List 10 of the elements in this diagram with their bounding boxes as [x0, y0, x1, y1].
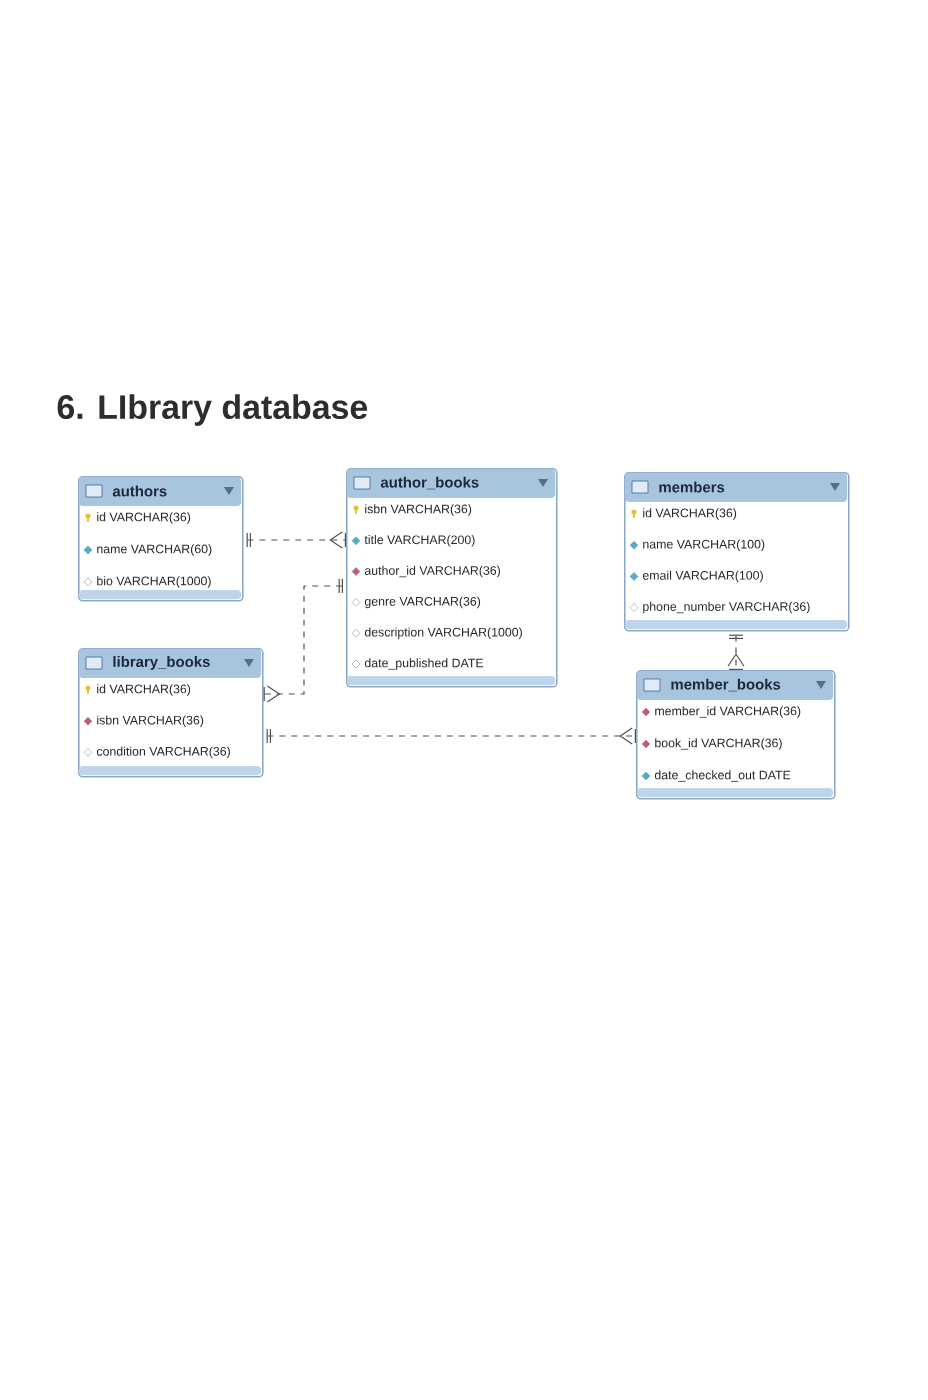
relationship-line	[246, 531, 346, 549]
table-box	[636, 670, 836, 800]
title: 6. LIbrary database	[57, 394, 368, 426]
table-box	[78, 476, 244, 602]
table-box	[346, 468, 558, 688]
relationship-line	[266, 727, 636, 745]
table-box	[78, 648, 264, 778]
relationship-line	[263, 578, 343, 703]
relationship-line	[727, 634, 745, 670]
table-box	[624, 472, 850, 632]
